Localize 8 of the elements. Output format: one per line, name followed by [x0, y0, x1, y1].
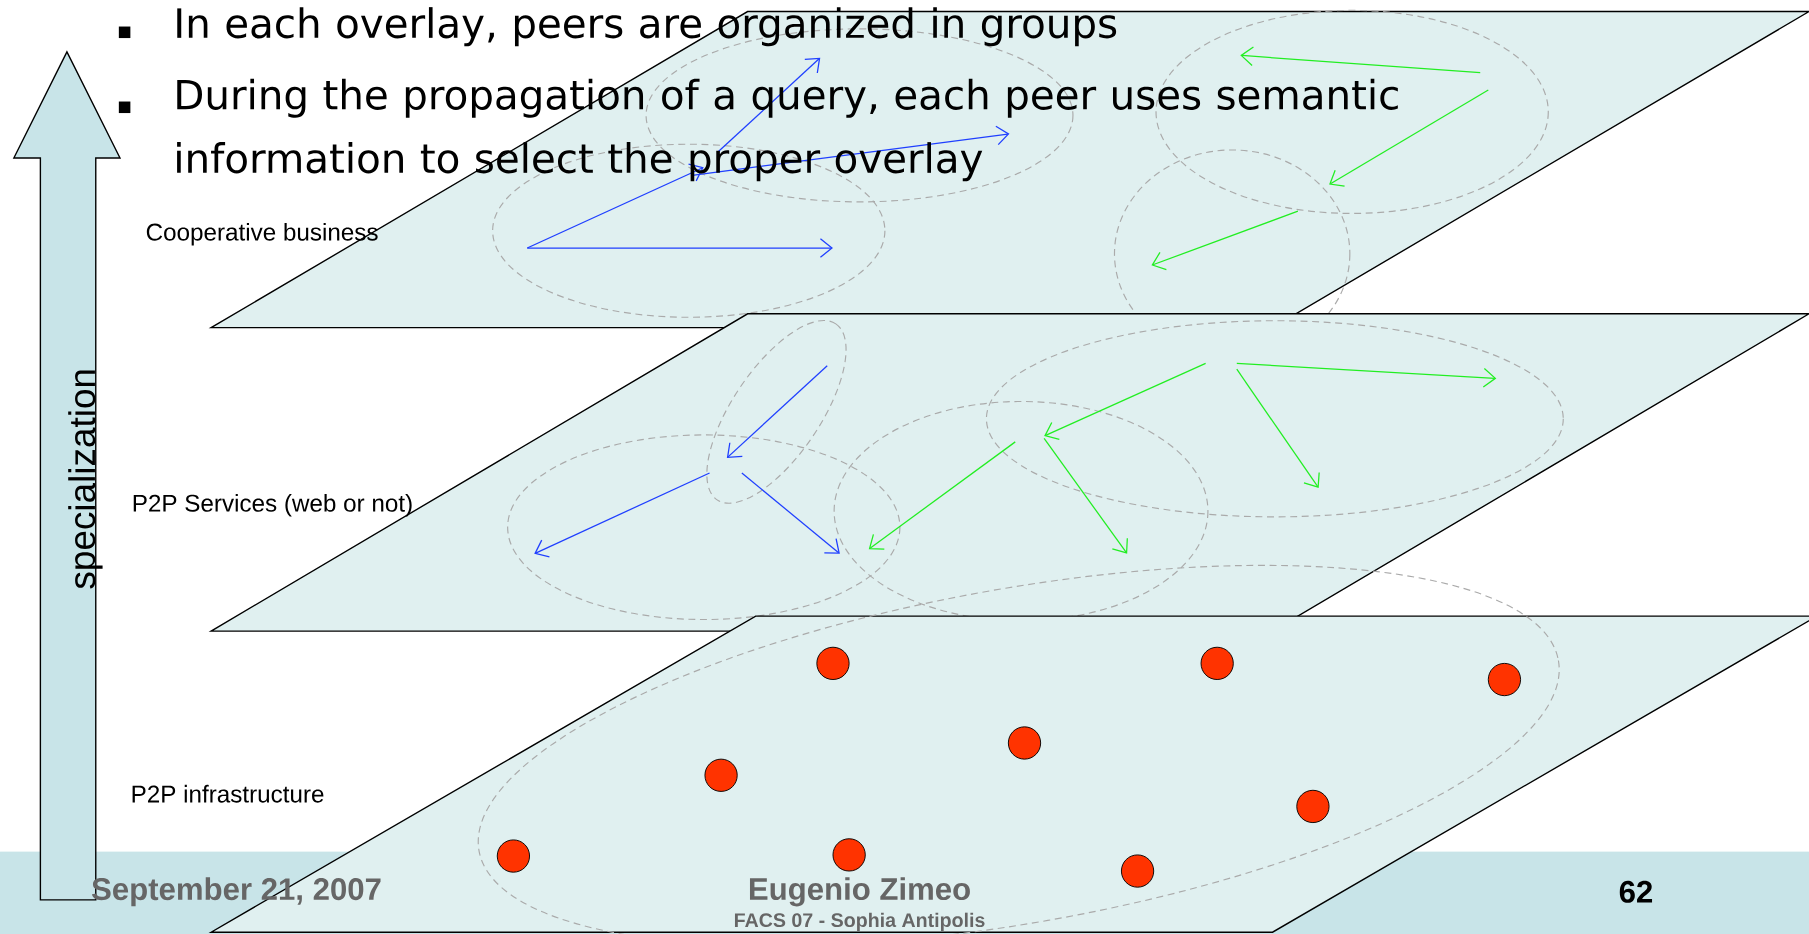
page-number: 62 [1619, 880, 1653, 903]
layer-plane: P2P Services (web or not) [133, 312, 1809, 632]
node-label: P2P Services (web or not) [133, 493, 412, 517]
axis-label: specialization [68, 370, 103, 589]
node-label: Cooperative business [146, 222, 378, 246]
footer-event: FACS 07 - Sophia Antipolis [735, 912, 985, 931]
footer-author: Eugenio Zimeo [749, 877, 970, 907]
bullet-item: In each overlay, peers are organized in groups [118, 6, 1117, 46]
